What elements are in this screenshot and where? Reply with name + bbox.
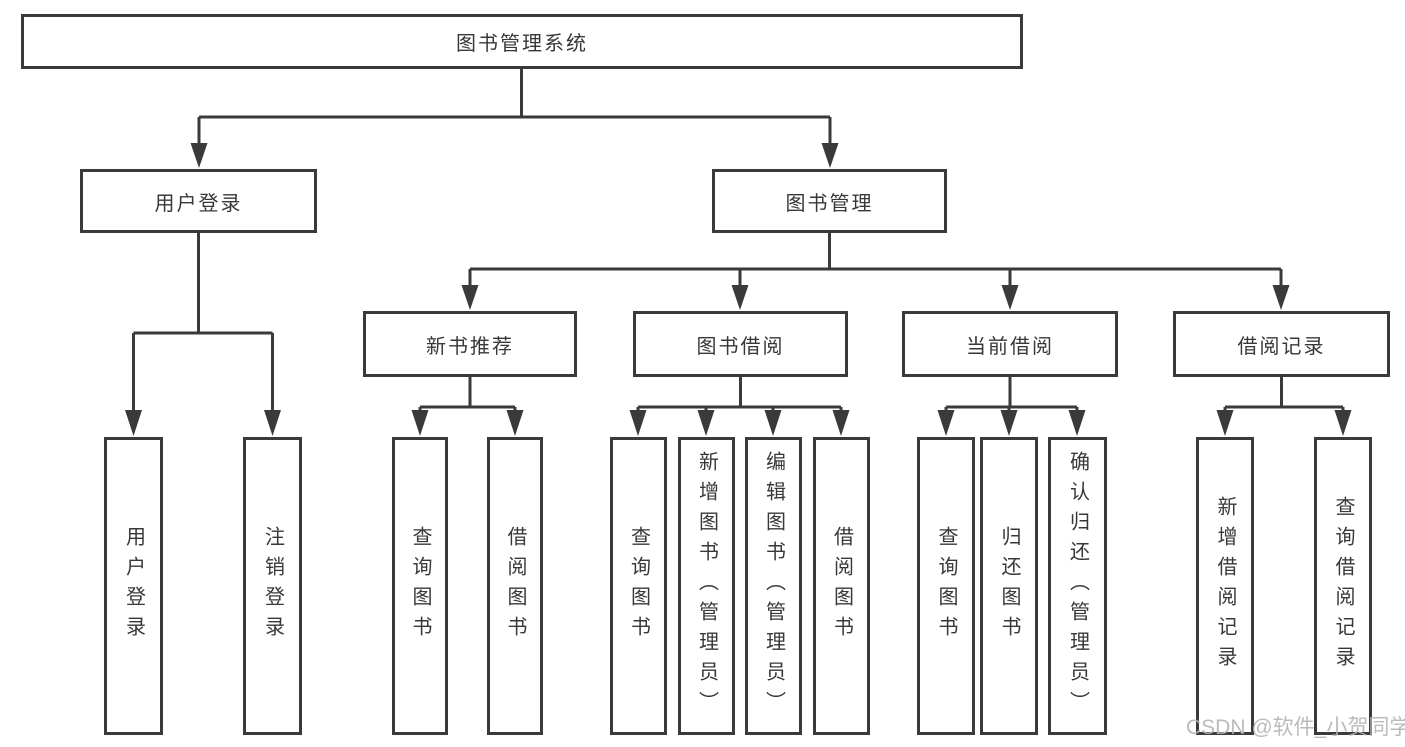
connector-current-borrow	[944, 377, 1079, 412]
node-book-management: 图书管理	[712, 169, 947, 233]
connector-book-borrow	[636, 377, 843, 412]
arrowhead	[1001, 285, 1019, 310]
leaf-confirm-return-admin: 确认归还（管理员）	[1048, 437, 1107, 735]
node-user-login-label: 用户登录	[154, 192, 243, 215]
leaf-query-book-recommend: 查询图书	[392, 437, 448, 735]
leaf-query-borrow-record: 查询借阅记录	[1314, 437, 1372, 735]
arrowhead	[506, 410, 524, 436]
connector-book-mgmt	[468, 233, 1283, 287]
node-borrowing-records-label: 借阅记录	[1237, 335, 1326, 358]
node-book-borrowing: 图书借阅	[633, 311, 848, 377]
arrowhead	[1068, 410, 1086, 436]
leaf-add-book-admin: 新增图书（管理员）	[678, 437, 735, 735]
node-new-book-recommend-label: 新书推荐	[426, 335, 514, 358]
leaf-query-borrow-record-label: 查询借阅记录	[1332, 496, 1354, 676]
leaf-logout: 注销登录	[243, 437, 302, 735]
node-new-book-recommend: 新书推荐	[363, 311, 577, 377]
leaf-add-book-admin-label: 新增图书（管理员）	[695, 451, 718, 721]
arrowhead	[411, 410, 429, 436]
connector-borrow-records	[1223, 377, 1345, 412]
arrowhead	[1334, 410, 1352, 436]
leaf-user-login-label: 用户登录	[122, 526, 145, 646]
connector-root	[197, 69, 832, 145]
node-borrowing-records: 借阅记录	[1173, 311, 1390, 377]
arrowhead	[832, 410, 850, 436]
arrowhead	[764, 410, 782, 436]
node-current-borrowing-label: 当前借阅	[966, 335, 1054, 358]
leaf-query-book-borrowing: 查询图书	[610, 437, 667, 735]
leaf-borrow-book-borrowing-label: 借阅图书	[830, 526, 853, 646]
arrowhead	[731, 285, 749, 310]
arrowhead	[461, 285, 479, 310]
arrowhead	[125, 410, 142, 436]
arrowhead	[937, 410, 955, 436]
leaf-add-borrow-record-label: 新增借阅记录	[1214, 496, 1236, 676]
arrowhead	[264, 410, 281, 436]
leaf-query-book-borrowing-label: 查询图书	[627, 526, 650, 646]
arrowhead	[190, 143, 208, 168]
node-root: 图书管理系统	[21, 14, 1023, 69]
node-book-borrowing-label: 图书借阅	[696, 335, 785, 358]
arrowhead	[697, 410, 715, 436]
leaf-borrow-book-borrowing: 借阅图书	[813, 437, 870, 735]
node-root-label: 图书管理系统	[456, 33, 588, 55]
leaf-edit-book-admin-label: 编辑图书（管理员）	[762, 451, 785, 721]
leaf-query-book-current: 查询图书	[917, 437, 975, 735]
leaf-logout-label: 注销登录	[261, 526, 284, 646]
arrowhead	[1216, 410, 1234, 436]
connector-new-book-rec	[418, 377, 517, 412]
arrowhead	[821, 143, 839, 168]
arrowhead	[1000, 410, 1018, 436]
node-user-login: 用户登录	[80, 169, 317, 233]
leaf-return-book: 归还图书	[980, 437, 1038, 735]
leaf-query-book-recommend-label: 查询图书	[409, 526, 431, 646]
leaf-add-borrow-record: 新增借阅记录	[1196, 437, 1254, 735]
leaf-borrow-book-recommend-label: 借阅图书	[504, 526, 526, 646]
leaf-borrow-book-recommend: 借阅图书	[487, 437, 543, 735]
leaf-query-book-current-label: 查询图书	[935, 526, 957, 646]
leaf-confirm-return-admin-label: 确认归还（管理员）	[1066, 451, 1089, 721]
csdn-watermark: CSDN @软件_小贺同学	[1186, 716, 1405, 739]
leaf-user-login: 用户登录	[104, 437, 163, 735]
arrowhead	[629, 410, 647, 436]
leaf-edit-book-admin: 编辑图书（管理员）	[745, 437, 802, 735]
node-book-management-label: 图书管理	[785, 192, 874, 215]
connector-user-login	[132, 233, 274, 412]
arrowhead	[1272, 285, 1290, 310]
node-current-borrowing: 当前借阅	[902, 311, 1118, 377]
leaf-return-book-label: 归还图书	[998, 526, 1020, 646]
